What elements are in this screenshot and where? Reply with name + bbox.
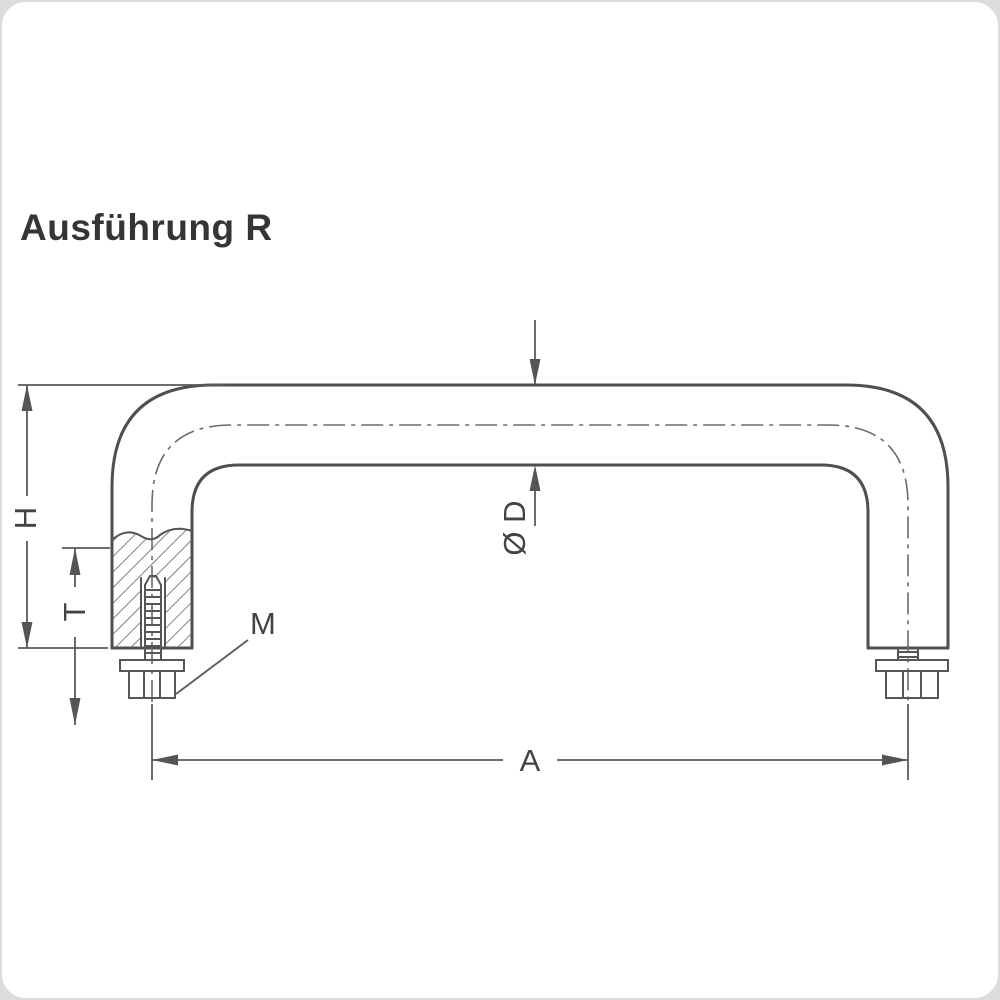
tube-centerline: [151, 424, 909, 702]
hex-head-right: [885, 670, 939, 699]
washer-right: [875, 659, 949, 672]
drawing-title: Ausführung R: [20, 207, 273, 248]
dim-D-arrow-down: [529, 359, 541, 385]
hex-head-right-facets: [902, 670, 922, 699]
hex-head-left: [128, 670, 176, 699]
screw-left-threads: [144, 589, 162, 654]
handle-outer-contour: [110, 383, 950, 650]
tapped-hole-walls: [140, 577, 166, 649]
dim-H-arrow-up: [21, 385, 33, 411]
screw-left-tip: [144, 575, 162, 586]
dim-T-arrow-down: [69, 698, 81, 725]
screw-right-threads: [897, 651, 919, 658]
screw-right: [875, 647, 949, 699]
dimension-T: T: [57, 547, 110, 725]
screw-left: [119, 575, 185, 699]
handle-inner-contour: [190, 463, 870, 650]
dim-H-arrow-down: [21, 622, 33, 648]
break-line: [111, 527, 193, 541]
label-T: T: [57, 602, 92, 621]
thread-leader-line: [175, 639, 249, 695]
hex-head-left-facets: [143, 670, 161, 699]
dim-A-arrow-right: [882, 754, 908, 766]
label-D: Ø D: [497, 500, 532, 555]
dim-T-arrow-up: [69, 548, 81, 575]
dim-D-arrow-up: [529, 465, 541, 491]
dimension-A: A: [151, 704, 909, 780]
label-A: A: [520, 743, 541, 778]
dimension-D: Ø D: [497, 320, 541, 556]
label-M: M: [250, 606, 276, 641]
section-view-left-leg: [111, 527, 193, 649]
thread-callout-M: M: [175, 606, 276, 695]
hatch-area: [112, 528, 192, 648]
label-H: H: [8, 507, 43, 529]
dimension-H: H: [8, 384, 225, 649]
dim-A-arrow-left: [152, 754, 178, 766]
